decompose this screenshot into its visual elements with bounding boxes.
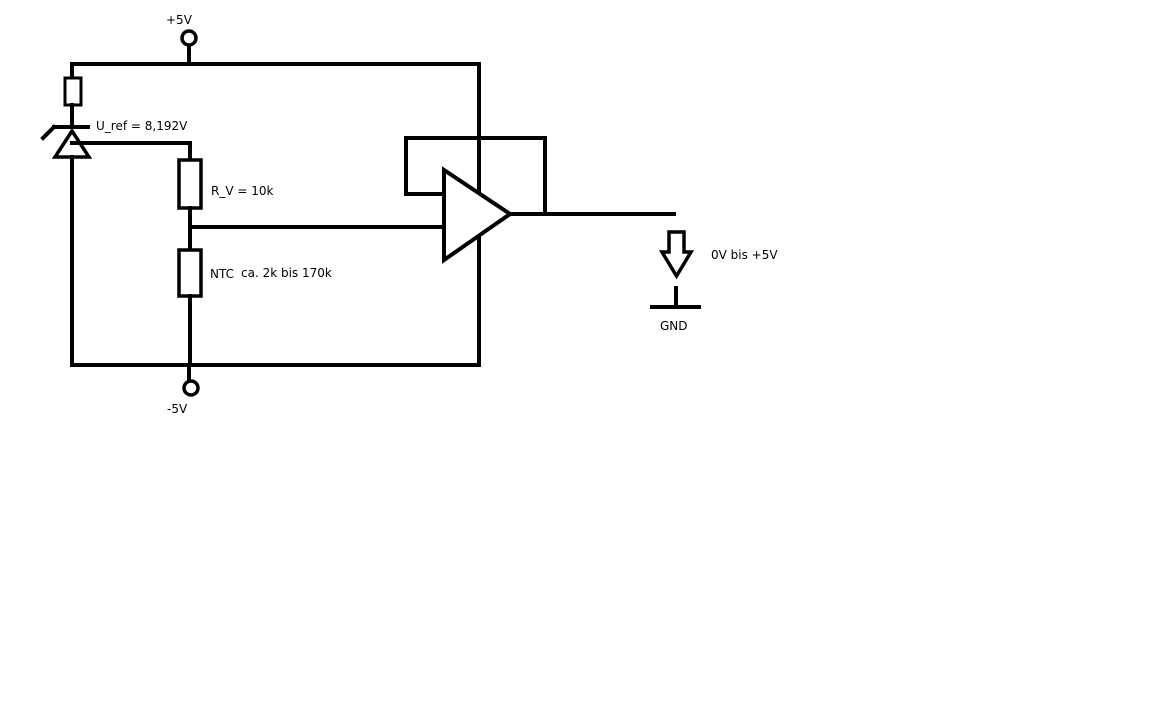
divider-midpoint-wire bbox=[188, 206, 446, 252]
minus-5v-terminal bbox=[182, 379, 200, 397]
uref-label: U_ref = 8,192V bbox=[96, 119, 188, 133]
bottom-supply-rail bbox=[70, 363, 481, 382]
reference-diode-symbol bbox=[40, 124, 93, 367]
output-voltage-arrow bbox=[658, 230, 695, 280]
reference-wire bbox=[70, 141, 192, 162]
rv-resistor bbox=[177, 158, 203, 210]
top-supply-rail bbox=[70, 44, 481, 66]
rv-label: R_V = 10k bbox=[211, 184, 274, 198]
gnd-label: GND bbox=[660, 319, 688, 333]
feedback-loop bbox=[404, 136, 547, 216]
ground-symbol bbox=[650, 286, 701, 309]
ntc-resistor bbox=[177, 248, 203, 298]
series-resistor bbox=[63, 62, 83, 129]
plus-5v-terminal bbox=[180, 29, 198, 47]
ntc-range-label: ca. 2k bis 170k bbox=[241, 266, 332, 280]
opamp-symbol bbox=[442, 166, 514, 264]
minus-5v-label: -5V bbox=[167, 402, 188, 416]
output-range-label: 0V bis +5V bbox=[711, 248, 778, 262]
ntc-label: NTC bbox=[210, 267, 234, 281]
plus-5v-label: +5V bbox=[166, 13, 193, 27]
